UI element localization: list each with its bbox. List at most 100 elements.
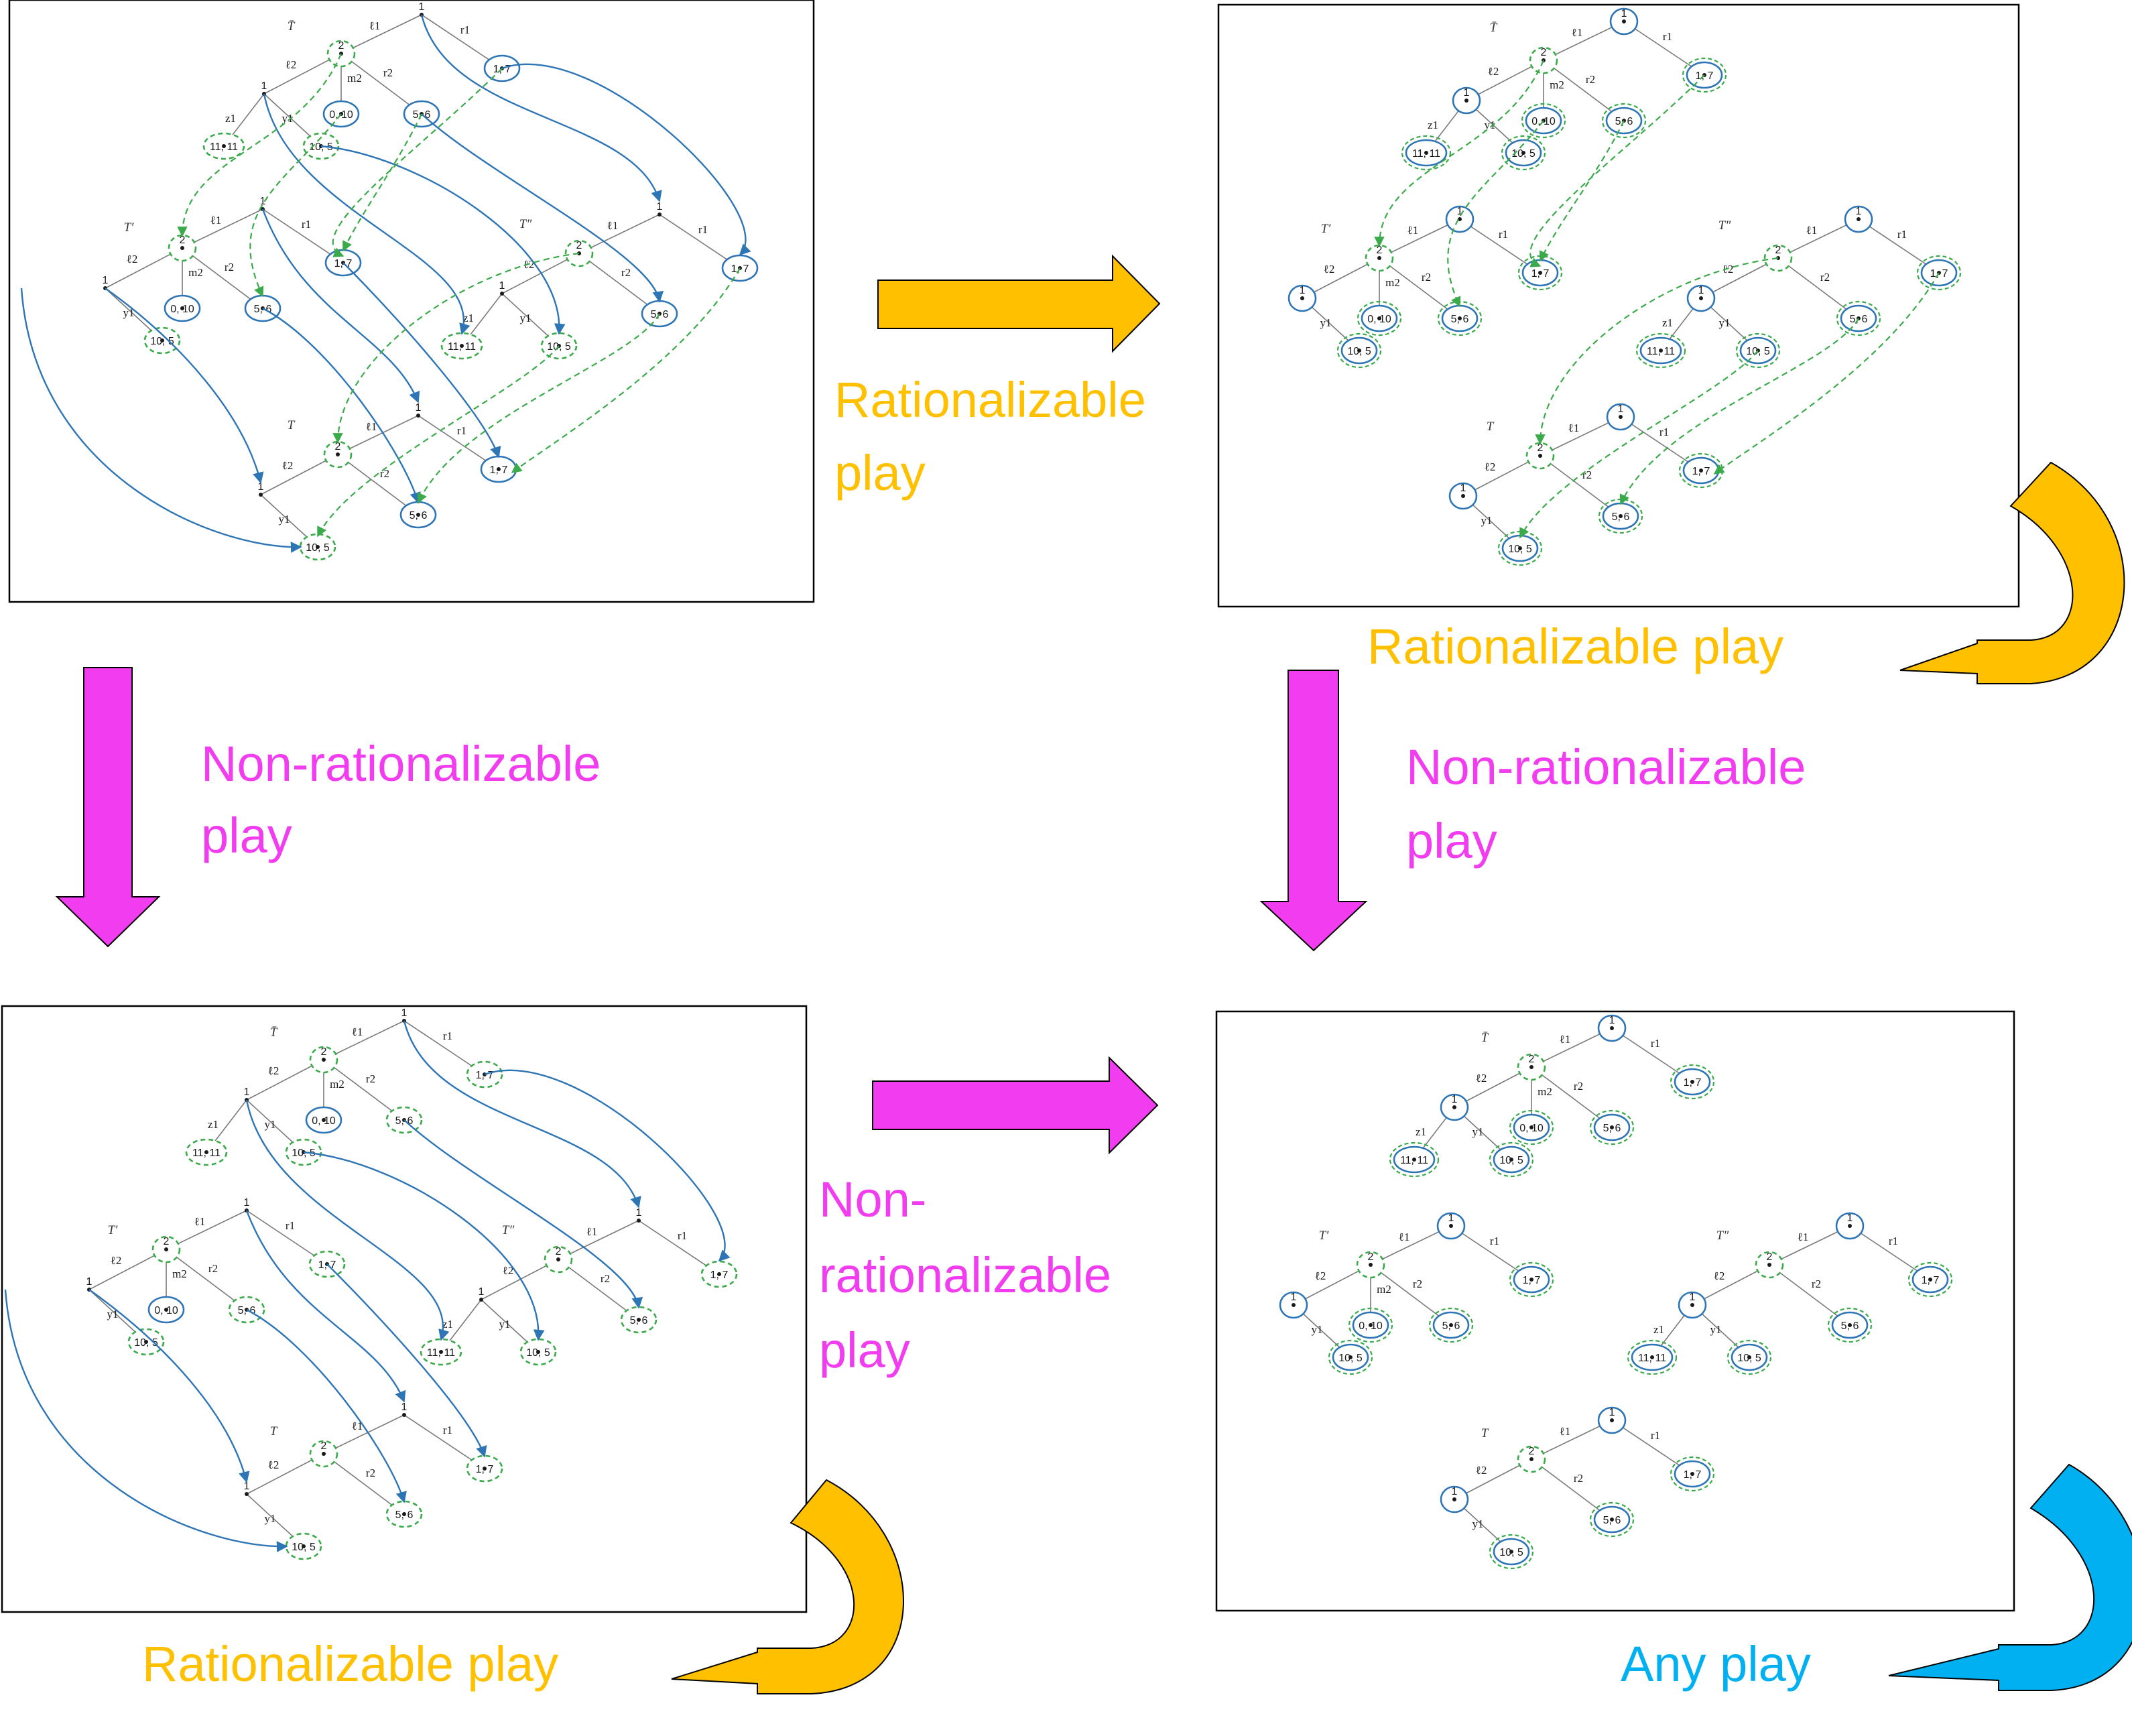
- tree-base-node-ring: [1489, 1534, 1534, 1570]
- player1-belief-arrow: [303, 1151, 545, 1341]
- tree-prime-payoff-label: 0, 10: [1367, 314, 1391, 325]
- any-play-loop-arrow-bottom-right: [1888, 1463, 2132, 1691]
- tree-prime-action-label: y1: [123, 306, 135, 319]
- tree-bar-action-label: ℓ2: [1476, 1072, 1487, 1084]
- player2-belief-arrow: [332, 68, 503, 257]
- tree-bar-edge: [1531, 1066, 1613, 1128]
- tree-base-action-label: ℓ1: [366, 420, 377, 433]
- tree-base-tree-title: T: [288, 418, 296, 432]
- tree-base-node-point: [1452, 1497, 1456, 1501]
- tree-dprime-edge: [1692, 1264, 1770, 1306]
- tree-base-node-point: [402, 1413, 406, 1417]
- tree-bar-action-label: ℓ1: [1560, 1033, 1571, 1046]
- tree-bar-action-label: r1: [443, 1030, 452, 1042]
- tree-bar-action-label: m2: [1538, 1085, 1552, 1098]
- tree-bar-edge: [1543, 21, 1625, 61]
- tree-dprime-edge: [558, 1259, 639, 1320]
- tree-dprime-edge: [578, 253, 660, 314]
- tree-dprime-tree-title: T″: [1718, 219, 1732, 233]
- tree-prime-node-point: [180, 306, 184, 310]
- tree-prime-edge: [1302, 257, 1380, 299]
- tree-dprime-player-label: 1: [1690, 1292, 1696, 1303]
- tree-prime-action-label: r2: [225, 261, 234, 273]
- tree-dprime-action-label: y1: [499, 1318, 511, 1330]
- tree-dprime-node-ring: [1735, 332, 1781, 369]
- tree-dprime-node-point: [439, 1350, 443, 1354]
- player1-belief-arrow: [403, 1020, 641, 1208]
- non-rationalizable-down-arrow-left: [55, 667, 161, 948]
- caption-non-rationalizable-right-line1: Non-rationalizable: [1406, 739, 1806, 795]
- tree-base-player-label: 1: [244, 1481, 250, 1492]
- tree-prime-node-point: [1538, 271, 1542, 275]
- tree-base-payoff-label: 1, 7: [490, 464, 508, 476]
- tree-bar-action-label: y1: [265, 1118, 276, 1131]
- tree-base-node-point: [336, 452, 340, 456]
- tree-base-payoff-label: 5, 6: [410, 510, 428, 521]
- tree-bar-player-label: 1: [401, 1007, 407, 1019]
- player2-belief-arrow: [317, 345, 560, 538]
- tree-dprime-action-label: ℓ1: [1798, 1231, 1809, 1243]
- tree-prime-node-point: [1458, 316, 1462, 320]
- tree-dprime-node-point: [1690, 1303, 1694, 1307]
- tree-bar-edge: [1466, 60, 1544, 101]
- tree-base-payoff-label: 10, 5: [1508, 544, 1532, 555]
- tree-dprime-action-label: ℓ1: [1806, 224, 1818, 237]
- tree-dprime-edge: [578, 214, 660, 254]
- tree-prime-edge: [1293, 1264, 1371, 1306]
- tree-dprime-payoff-label: 10, 5: [1737, 1353, 1761, 1364]
- tree-base-tree-title: T: [270, 1424, 278, 1438]
- tree-bar-action-label: z1: [208, 1118, 218, 1131]
- tree-bar-player-label: 2: [338, 40, 344, 52]
- tree-dprime-node-ring: [1916, 255, 1962, 291]
- tree-prime-tree-title: T′: [108, 1223, 119, 1237]
- tree-prime-edge: [88, 1249, 167, 1290]
- tree-base-action-label: ℓ1: [352, 1420, 363, 1432]
- tree-bar-action-label: ℓ2: [1488, 65, 1499, 78]
- tree-base-node-point: [1518, 546, 1522, 550]
- tree-prime-payoff-label: 0, 10: [154, 1305, 178, 1316]
- tree-prime-player-label: 1: [1448, 1213, 1454, 1224]
- tree-prime-payoff-label: 10, 5: [1338, 1353, 1363, 1364]
- tree-base-edge: [1462, 455, 1541, 497]
- tree-prime-payoff-label: 5, 6: [1442, 1320, 1460, 1332]
- tree-dprime-edge: [558, 1220, 639, 1260]
- tree-prime-node-point: [1449, 1323, 1453, 1327]
- tree-base-edge: [1540, 416, 1621, 456]
- tree-bar-edge: [323, 1020, 405, 1060]
- tree-prime-action-label: y1: [1320, 316, 1332, 329]
- tree-bar-payoff-label: 10, 5: [309, 141, 333, 153]
- tree-dprime-payoff-label: 11, 11: [427, 1347, 455, 1359]
- tree-prime-player-label: 1: [244, 1197, 250, 1208]
- tree-prime-edge: [1370, 1225, 1452, 1265]
- tree-prime-action-label: r1: [1490, 1235, 1499, 1247]
- tree-base-node-point: [1538, 454, 1542, 458]
- tree-prime-action-label: r2: [1413, 1278, 1422, 1290]
- tree-prime-action-label: ℓ1: [1407, 224, 1419, 237]
- tree-prime-edge: [182, 247, 263, 309]
- tree-base-action-label: r1: [443, 1424, 452, 1436]
- tree-base-action-label: r1: [1659, 426, 1669, 438]
- tree-bar-action-label: r1: [460, 23, 470, 36]
- tree-prime-action-label: ℓ2: [127, 253, 138, 265]
- tree-prime-player-label: 2: [1377, 245, 1383, 256]
- tree-prime-node-point: [164, 1308, 168, 1312]
- tree-prime-action-label: m2: [188, 266, 203, 279]
- tree-bar-node-ring: [1389, 1141, 1440, 1178]
- tree-bar-action-label: ℓ1: [1572, 26, 1583, 39]
- tree-bar-node-point: [322, 1118, 326, 1122]
- rationalizable-loop-arrow-bottom-left: [671, 1479, 905, 1694]
- tree-bar-action-label: r2: [383, 66, 393, 79]
- tree-dprime-node-point: [1747, 1355, 1751, 1359]
- tree-dprime-action-label: y1: [520, 312, 531, 324]
- tree-bar-node-ring: [1509, 1109, 1554, 1145]
- tree-bar-action-label: r2: [1586, 73, 1595, 86]
- tree-bar-player-label: 1: [244, 1087, 250, 1098]
- tree-bar-action-label: r2: [366, 1072, 375, 1085]
- tree-base-action-label: ℓ2: [268, 1459, 279, 1471]
- tree-bar-node-ring: [1601, 103, 1647, 139]
- player1-belief-arrow: [263, 93, 471, 335]
